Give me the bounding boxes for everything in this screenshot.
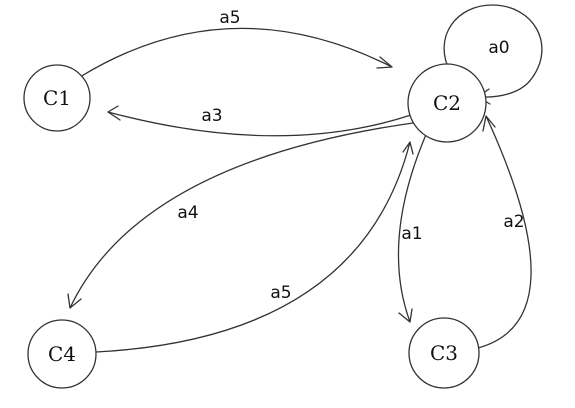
node-c2: C2	[407, 63, 487, 143]
edge-c2-self-loop	[443, 4, 543, 98]
edge-label-a3: a3	[201, 106, 222, 126]
arrowhead-c2-to-c1	[107, 105, 121, 121]
node-label: C1	[43, 86, 71, 110]
node-label: C3	[430, 341, 458, 365]
arrowhead-c4-to-c2	[402, 141, 414, 155]
edge-label-a5-top: a5	[219, 8, 240, 28]
arrowhead-c2-to-c3	[398, 308, 413, 323]
arrowhead-c1-to-c2	[376, 56, 393, 69]
edge-label-a1: a1	[401, 224, 422, 244]
edge-label-a5-bottom: a5	[270, 283, 291, 303]
node-c3: C3	[408, 317, 480, 389]
arrowhead-c2-to-c4	[67, 293, 82, 309]
edge-c2-to-c4	[69, 121, 421, 309]
edge-c2-to-c1	[107, 111, 412, 137]
edge-c3-to-c2	[477, 115, 532, 349]
edge-c1-to-c2	[79, 27, 393, 78]
edge-label-a4: a4	[177, 203, 198, 223]
arrowhead-c3-to-c2	[482, 115, 496, 132]
edge-label-a0: a0	[488, 38, 509, 58]
edge-c2-to-c3	[397, 129, 429, 323]
node-c4: C4	[27, 319, 97, 389]
node-c1: C1	[23, 64, 91, 132]
edge-c4-to-c2	[95, 141, 411, 353]
node-label: C4	[48, 342, 76, 366]
edge-label-a2: a2	[503, 212, 524, 232]
node-label: C2	[433, 91, 461, 115]
